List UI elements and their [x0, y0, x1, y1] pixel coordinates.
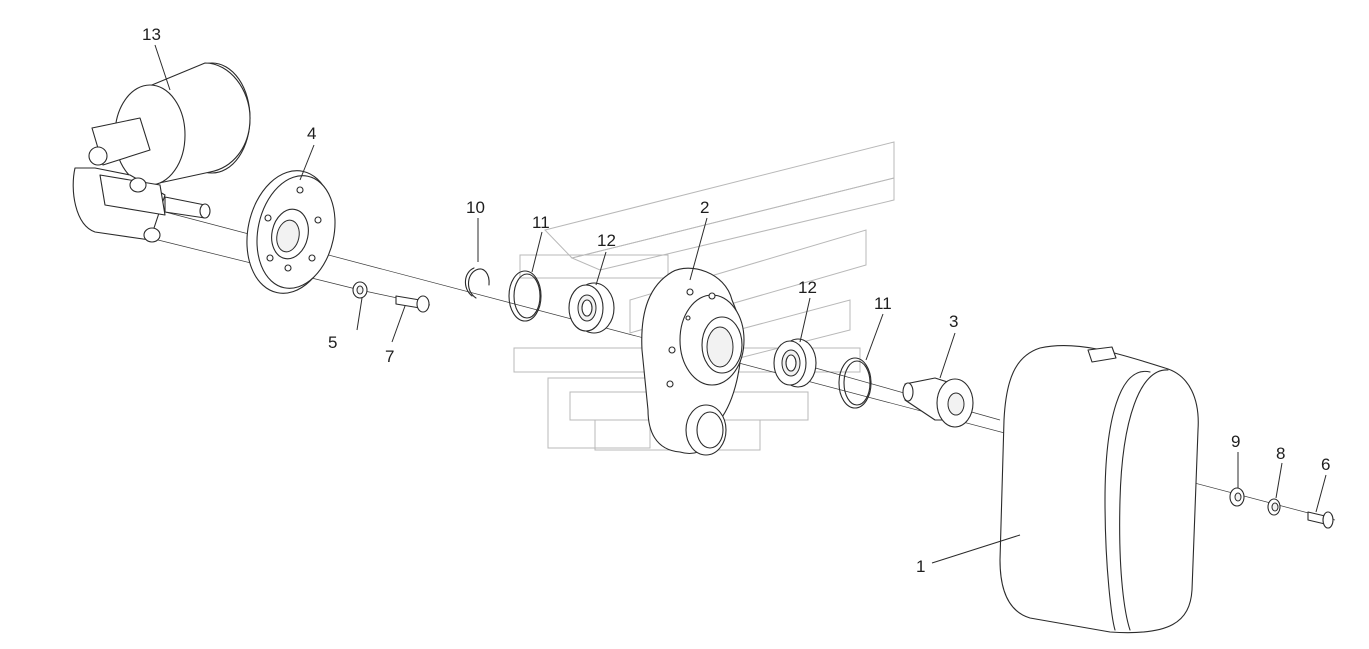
callout-5: 5 [328, 333, 337, 352]
part-6-bolt [1307, 511, 1334, 529]
callout-6: 6 [1321, 455, 1330, 474]
callout-9: 9 [1231, 432, 1240, 451]
callout-labels: 13 4 5 7 10 11 12 2 12 11 3 9 8 6 1 [142, 25, 1330, 576]
callout-12-right: 12 [798, 278, 817, 297]
part-9-washer [1229, 487, 1245, 507]
callout-11-right: 11 [874, 294, 892, 313]
part-13-motor [72, 62, 251, 243]
part-5-nut [352, 281, 368, 299]
part-4-flange [246, 170, 336, 294]
part-3-shaft [902, 377, 974, 428]
callout-2: 2 [700, 198, 709, 217]
part-10-retaining-ring [464, 267, 490, 299]
callout-12-left: 12 [597, 231, 616, 250]
callout-1: 1 [916, 557, 925, 576]
part-8-spring-washer [1267, 498, 1281, 516]
leader-lines [154, 44, 1327, 564]
part-11-circlip-left [508, 270, 542, 322]
part-12-bearing-right [773, 338, 817, 388]
part-12-bearing-left [568, 282, 615, 334]
callout-8: 8 [1276, 444, 1285, 463]
part-1-cover [999, 344, 1199, 634]
part-11-circlip-right [838, 357, 872, 409]
callout-10: 10 [466, 198, 485, 217]
callout-3: 3 [949, 312, 958, 331]
callout-13: 13 [142, 25, 161, 44]
callout-7: 7 [385, 347, 394, 366]
callout-11-left: 11 [532, 213, 550, 232]
part-2-housing [641, 267, 745, 456]
part-7-bolt [395, 295, 430, 313]
callout-4: 4 [307, 124, 316, 143]
